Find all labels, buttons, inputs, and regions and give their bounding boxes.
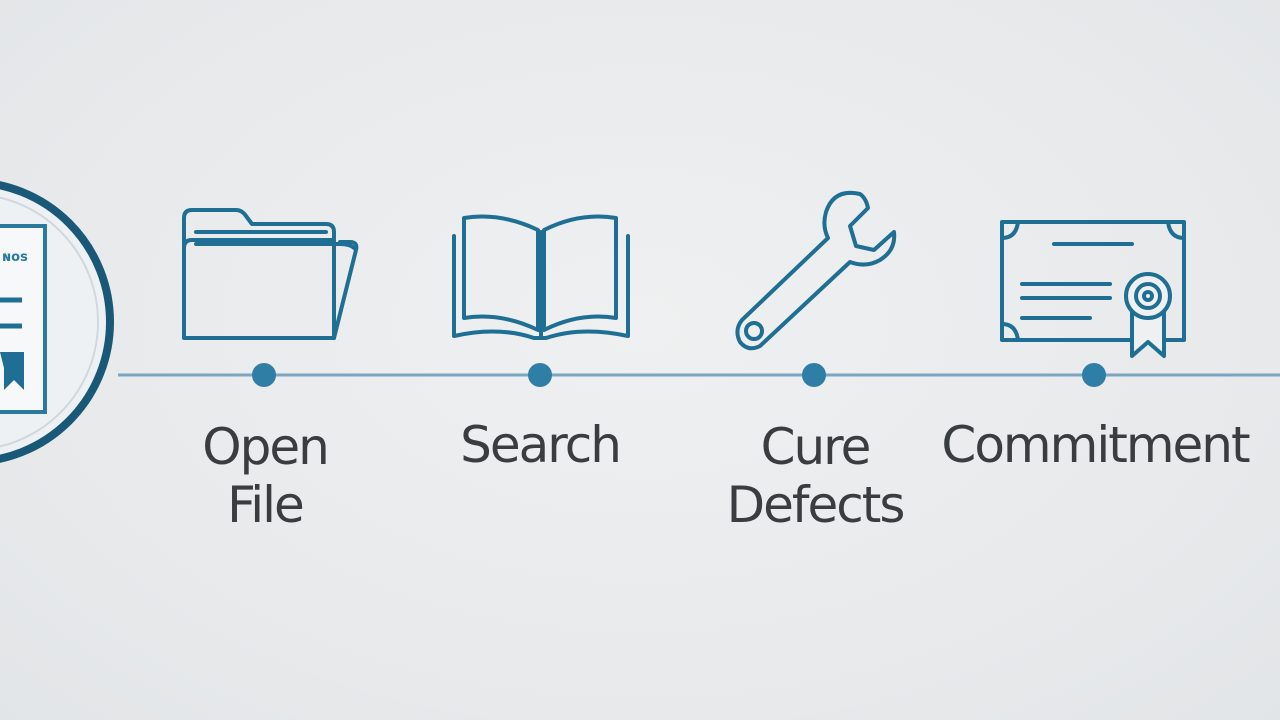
- step-label-line: Commitment: [941, 416, 1250, 474]
- step-label-line: Open: [202, 418, 330, 476]
- timeline-node-cure-defects: [802, 363, 826, 387]
- timeline-node-search: [528, 363, 552, 387]
- step-label-open-file: Open File: [160, 418, 370, 534]
- certificate-icon: [1000, 220, 1186, 358]
- step-label-commitment: Commitment: [930, 416, 1260, 474]
- step-label-line: Defects: [726, 476, 906, 534]
- open-book-icon: [452, 214, 630, 340]
- step-label-cure-defects: Cure Defects: [700, 418, 930, 534]
- timeline-node-open-file: [252, 363, 276, 387]
- step-label-line: File: [227, 476, 305, 534]
- timeline-node-commitment: [1082, 363, 1106, 387]
- certificate-badge-icon: ɴos: [0, 181, 114, 463]
- step-label-line: Cure: [760, 418, 872, 476]
- wrench-icon: [735, 190, 897, 351]
- step-label-line: Search: [460, 416, 622, 474]
- step-label-search: Search: [420, 416, 660, 474]
- folder-icon: [182, 208, 359, 340]
- badge-text: ɴos: [2, 250, 28, 265]
